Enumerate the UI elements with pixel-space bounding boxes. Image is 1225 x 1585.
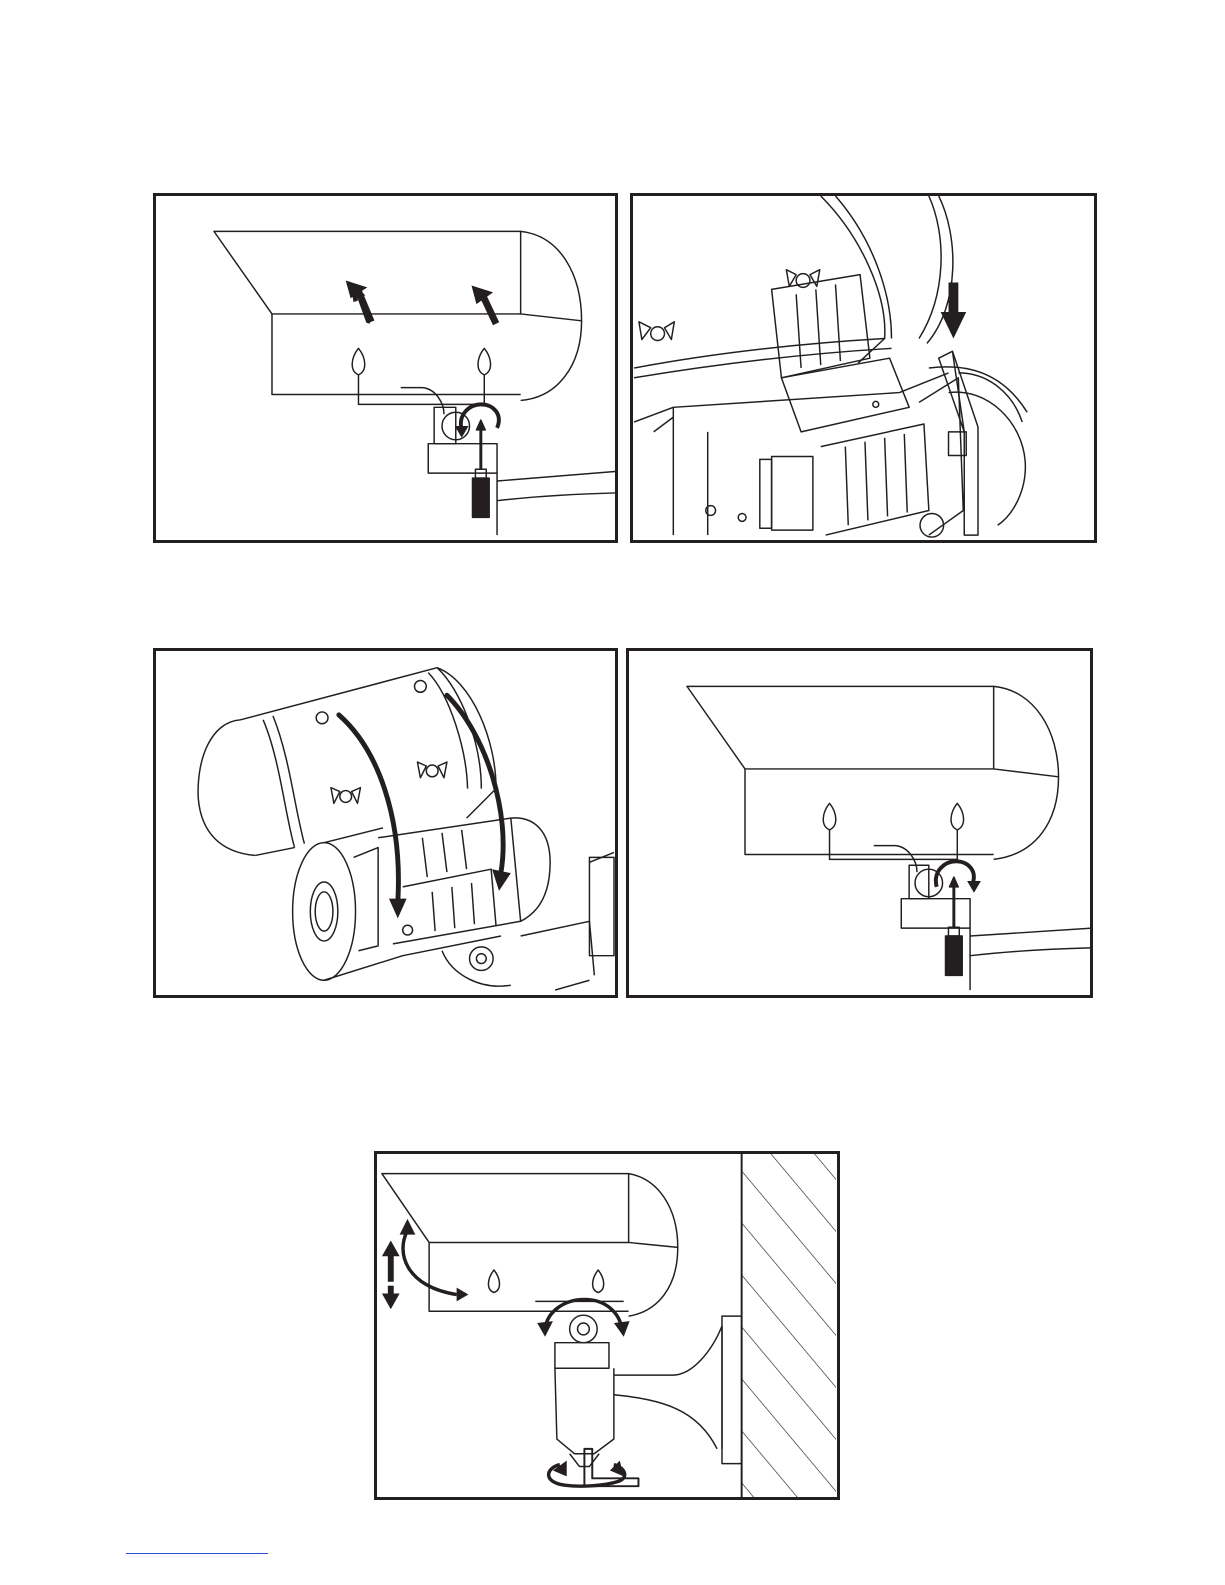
- close-arrow-left-icon: [339, 715, 407, 918]
- keyhole-slot-right: [593, 1270, 604, 1293]
- pan-arrow-icon: [549, 1461, 625, 1487]
- board-with-fins: [772, 275, 929, 535]
- panel-adjust-bracket: [374, 1151, 840, 1500]
- panel-reattach-sunshield: [626, 648, 1093, 998]
- sunshield: [382, 1174, 678, 1317]
- rotate-arrow-icon: [455, 404, 499, 437]
- lift-arrow-left-icon: [346, 281, 372, 324]
- screwdriver-icon: [946, 877, 963, 975]
- keyhole-slot-left: [823, 803, 836, 830]
- insert-arrow-icon: [941, 282, 967, 338]
- open-housing-lid: [634, 196, 953, 378]
- panel-open-housing-insert: [630, 193, 1097, 543]
- slide-arrow-icon: [382, 1240, 400, 1309]
- rotate-arrow-icon: [936, 861, 981, 892]
- panel-remove-sunshield: [153, 193, 618, 543]
- tilt-arrow-icon: [537, 1299, 629, 1336]
- camera-body: [293, 818, 551, 980]
- bracket-base: [901, 865, 1090, 990]
- allen-key-icon: [584, 1449, 638, 1486]
- close-arrow-right-icon: [447, 695, 511, 891]
- panel-close-housing: [153, 648, 618, 998]
- sunshield: [687, 686, 1059, 859]
- inner-chassis: [634, 367, 1027, 537]
- thumb-screw-icon: [639, 270, 820, 341]
- keyhole-slot-left: [352, 348, 365, 375]
- sunshield: [214, 231, 582, 400]
- keyhole-slot-left: [488, 1270, 499, 1293]
- rotate-sunshield-arrow-icon: [400, 1219, 469, 1302]
- footer-link-rule: [126, 1553, 268, 1554]
- tilt-joint: [555, 1315, 609, 1368]
- lift-arrow-right-icon: [472, 285, 497, 323]
- keyhole-slot-right: [478, 348, 491, 375]
- screwdriver-icon: [472, 420, 489, 517]
- keyhole-slot-right: [951, 803, 964, 830]
- bracket-arm: [555, 1316, 742, 1466]
- wall-hatched: [742, 1154, 836, 1497]
